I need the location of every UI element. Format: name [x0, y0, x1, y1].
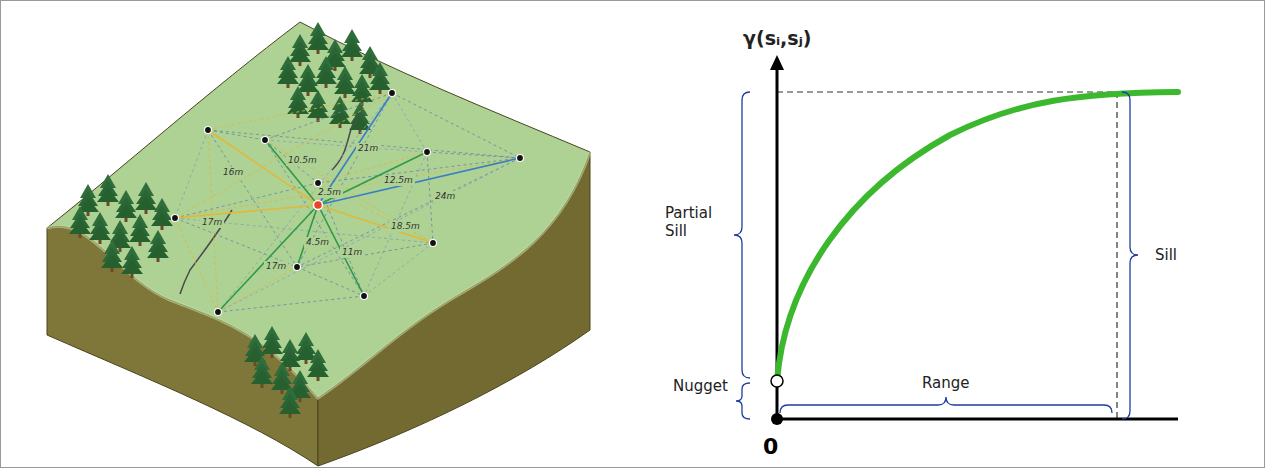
pair-line — [427, 152, 520, 158]
tree — [151, 198, 173, 230]
contour-line — [180, 210, 232, 294]
point-pair-lines — [175, 93, 520, 312]
range-brace — [780, 397, 1112, 413]
tree — [369, 62, 391, 94]
sample-point — [294, 264, 301, 271]
sill-dashed-line — [777, 91, 1117, 92]
sample-point — [389, 90, 396, 97]
tree — [307, 22, 329, 54]
tree — [129, 214, 151, 246]
tree — [251, 356, 273, 388]
center-pair-line — [318, 158, 520, 205]
center-pair-line — [265, 140, 318, 205]
variogram-curve — [777, 92, 1178, 381]
tree — [147, 230, 169, 262]
sample-point — [517, 155, 524, 162]
terrain-rim — [47, 152, 590, 398]
sample-point — [215, 309, 222, 316]
pair-line — [318, 158, 520, 183]
center-pair-line — [297, 205, 318, 267]
distance-label: 10.5m — [286, 155, 319, 166]
tree — [89, 212, 111, 244]
pair-line — [175, 130, 208, 218]
pair-line — [175, 218, 297, 267]
nugget-label: Nugget — [673, 377, 728, 395]
sample-point — [205, 127, 212, 134]
tree — [69, 206, 91, 238]
distance-label: 24m — [433, 191, 457, 202]
pair-line — [175, 183, 318, 218]
center-pair-line — [218, 205, 318, 312]
tree — [97, 174, 119, 206]
tree — [307, 349, 329, 381]
distance-label: 17m — [264, 261, 288, 272]
distance-label: 2.5m — [316, 187, 343, 198]
pair-line — [175, 158, 520, 218]
distance-label: 11m — [340, 247, 364, 258]
range-label: Range — [922, 374, 970, 392]
y-axis-arrow — [770, 55, 784, 70]
center-pair-line — [175, 205, 318, 218]
sample-points — [172, 90, 524, 316]
sample-point — [262, 137, 269, 144]
pair-line — [265, 140, 364, 296]
center-pair-line — [318, 205, 433, 243]
distance-label: 17m — [200, 217, 224, 228]
pair-line — [265, 140, 433, 243]
origin-label: 0 — [763, 434, 778, 460]
tree — [261, 326, 283, 358]
pair-line — [175, 218, 218, 312]
x-axis — [777, 418, 1178, 421]
sill-brace — [1122, 92, 1138, 419]
distance-label: 16m — [221, 167, 245, 178]
pair-line — [218, 267, 297, 312]
sample-point — [361, 293, 368, 300]
terrain-block — [47, 22, 590, 466]
range-dashed-line — [1116, 92, 1117, 419]
partial-sill-label: Partial Sill — [665, 204, 727, 240]
prediction-point — [314, 201, 323, 210]
pair-line — [218, 158, 520, 312]
semivariogram-chart — [734, 55, 1178, 425]
sample-point — [430, 240, 437, 247]
pair-line — [208, 93, 392, 130]
partial-sill-brace — [734, 92, 750, 378]
distance-label: 18.5m — [389, 221, 422, 232]
distance-label: 21m — [356, 143, 380, 154]
nugget-open-circle — [771, 375, 783, 387]
tree — [315, 56, 337, 88]
tree — [287, 86, 309, 118]
distance-label: 12.5m — [382, 175, 415, 186]
pair-line — [218, 93, 392, 312]
center-pair-line — [208, 130, 318, 205]
pair-line — [208, 130, 297, 267]
pair-line — [297, 267, 364, 296]
tree — [341, 29, 363, 61]
pair-line — [364, 243, 433, 296]
y-axis-label: γ(sᵢ,sⱼ) — [743, 27, 811, 50]
sample-point — [424, 149, 431, 156]
tree — [121, 246, 143, 278]
tree-clusters — [69, 22, 391, 418]
pair-line — [392, 93, 520, 158]
origin-dot — [771, 413, 783, 425]
tree — [277, 56, 299, 88]
pair-line — [265, 140, 318, 183]
tree — [334, 66, 356, 98]
tree — [101, 240, 123, 272]
sample-point — [172, 215, 179, 222]
terrain-top-face — [47, 22, 590, 398]
distance-label: 4.5m — [304, 237, 331, 248]
tree — [115, 190, 137, 222]
tree — [279, 386, 301, 418]
pair-line — [218, 296, 364, 312]
nugget-brace — [736, 383, 750, 419]
sill-label: Sill — [1155, 246, 1177, 264]
tree — [135, 182, 157, 214]
center-pair-line — [318, 205, 364, 296]
sample-point — [315, 180, 322, 187]
